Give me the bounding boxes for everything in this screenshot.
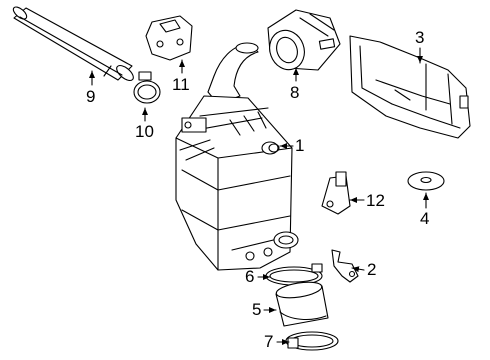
part-4-washer: [407, 171, 445, 191]
callout-10: 10: [135, 122, 154, 141]
part-8-hose-coupler: [267, 9, 341, 71]
part-10-hose-clamp: [133, 71, 161, 104]
part-2-small-bracket: [331, 249, 359, 283]
callout-3: 3: [415, 28, 425, 47]
part-9-air-inlet-tube: [12, 6, 134, 82]
part-5-hose-sleeve: [275, 281, 329, 327]
callout-12: 12: [366, 191, 385, 210]
part-12-sensor: [321, 171, 351, 215]
part-3-support-tray: [349, 35, 471, 139]
part-6-hose-clamp: [265, 263, 323, 286]
callout-leaders: [89, 47, 429, 345]
callout-11: 11: [172, 75, 190, 94]
callout-4: 4: [420, 209, 430, 228]
callout-2: 2: [367, 260, 377, 279]
callout-7: 7: [264, 332, 274, 351]
callout-8: 8: [290, 83, 300, 102]
callout-1: 1: [295, 136, 305, 155]
callout-9: 9: [86, 87, 96, 106]
callout-6: 6: [245, 267, 255, 286]
part-7-hose-clamp: [285, 331, 339, 351]
part-11-mounting-bracket: [145, 15, 193, 61]
part-1-intercooler: [175, 42, 299, 271]
callout-5: 5: [252, 300, 262, 319]
